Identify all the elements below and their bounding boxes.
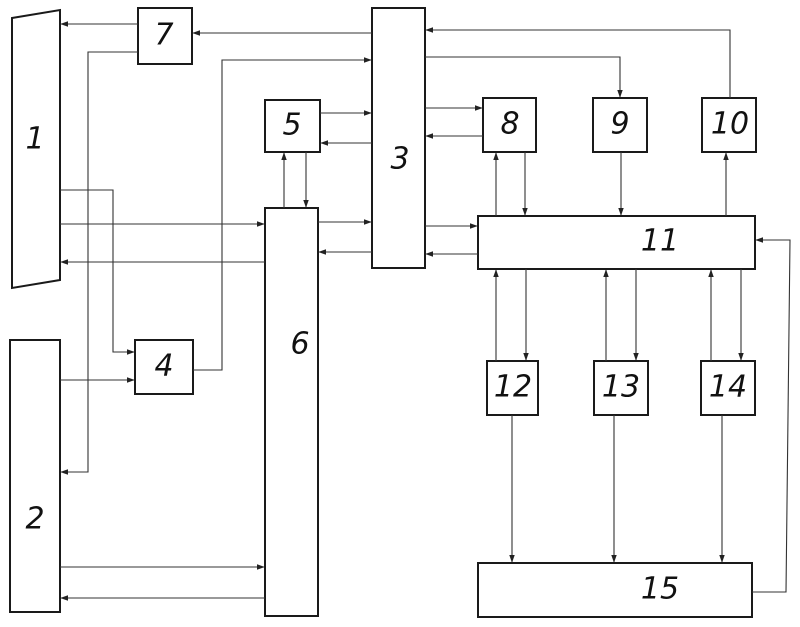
block-4: 4 [135,340,193,394]
block-7-label: 7 [154,18,173,53]
block-11-label: 11 [641,224,679,259]
block-9-label: 9 [610,107,629,142]
block-7: 7 [138,8,192,64]
block-15-label: 15 [641,572,679,607]
block-6-label: 6 [290,327,309,362]
block-9: 9 [593,98,647,152]
block-14-label: 14 [709,370,747,405]
block-1: 1 [12,10,60,288]
block-13-label: 13 [602,370,640,405]
block-3: 3 [372,8,425,268]
link-10-to-3 [426,30,730,98]
block-2: 2 [10,340,60,612]
block-1-label: 1 [25,122,44,157]
block-13: 13 [594,361,648,415]
link-1-to-4 [60,190,134,352]
block-15: 15 [478,563,752,617]
link-3-to-9 [425,57,620,97]
block-8: 8 [483,98,536,152]
block-5-label: 5 [282,108,301,143]
block-5: 5 [265,100,320,152]
block-2-label: 2 [25,502,44,537]
block-11: 11 [478,216,755,269]
block-6: 6 [265,208,318,616]
block-4-label: 4 [154,349,173,384]
block-14: 14 [701,361,755,415]
block-10-label: 10 [711,107,749,142]
block-10: 10 [702,98,756,152]
block-12: 12 [487,361,538,415]
link-15-to-11 [752,240,790,592]
block-3-label: 3 [390,142,409,177]
block-8-label: 8 [500,107,519,142]
block-12-label: 12 [494,370,532,405]
